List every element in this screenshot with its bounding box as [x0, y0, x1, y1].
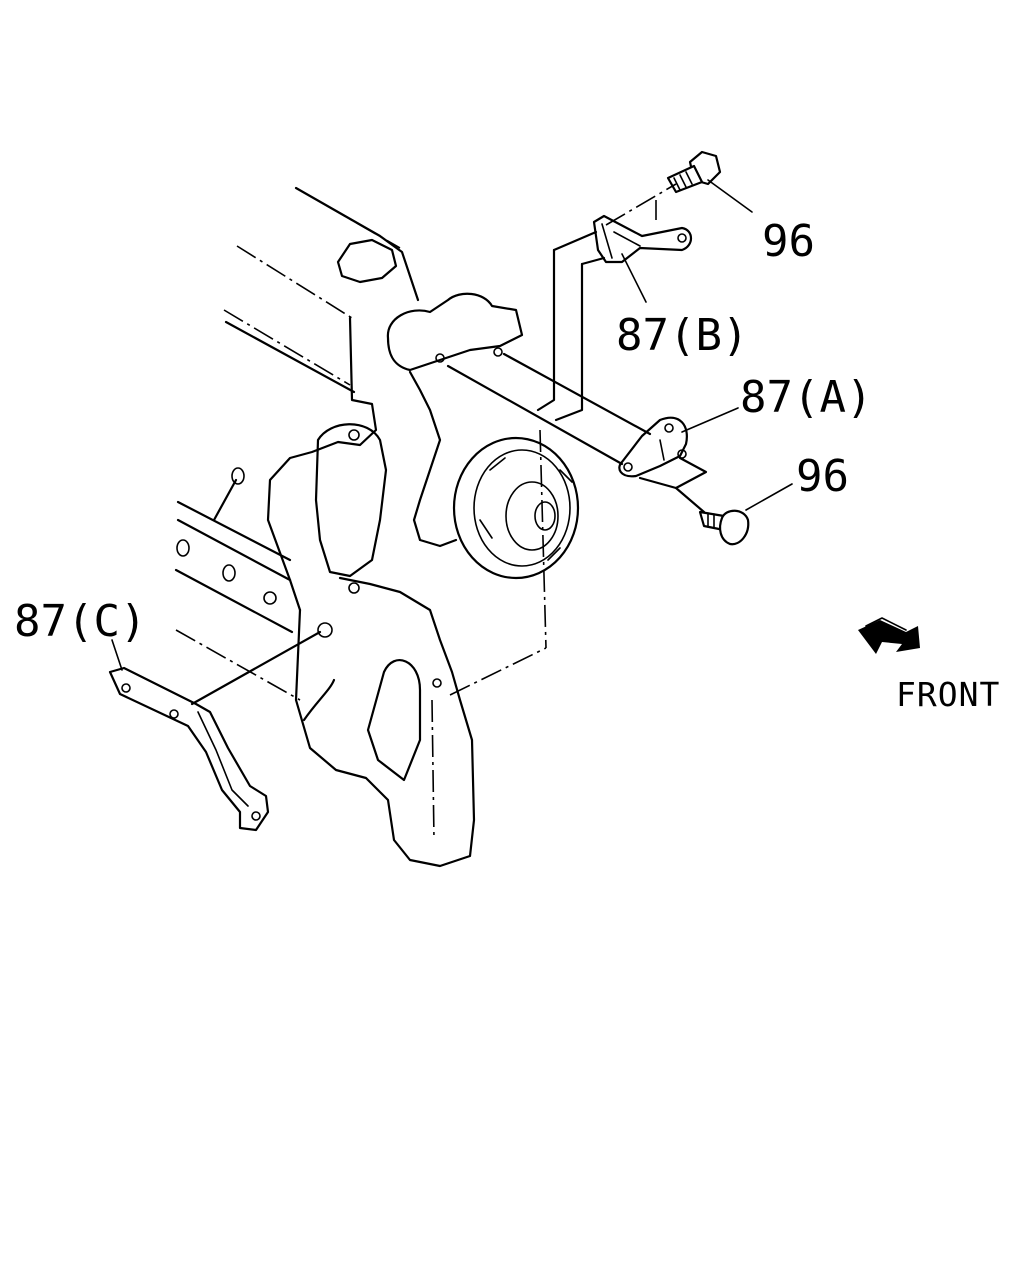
front-label: FRONT [896, 675, 1000, 714]
label-bolt-bottom: 96 [796, 451, 849, 502]
bolt-top [666, 150, 722, 194]
label-bracket-87a: 87(A) [740, 372, 872, 423]
label-bracket-87c: 87(C) [14, 596, 146, 647]
engine-block [174, 186, 580, 868]
label-bolt-top: 96 [762, 216, 815, 267]
label-bracket-87b: 87(B) [616, 310, 748, 361]
bracket-87c [108, 666, 270, 832]
bracket-87b [592, 183, 693, 264]
bracket-87a [618, 416, 688, 478]
direction-arrow-icon [858, 617, 920, 654]
assembly-lines [190, 230, 708, 706]
callout-lines [111, 179, 793, 671]
bolt-bottom [698, 509, 750, 546]
